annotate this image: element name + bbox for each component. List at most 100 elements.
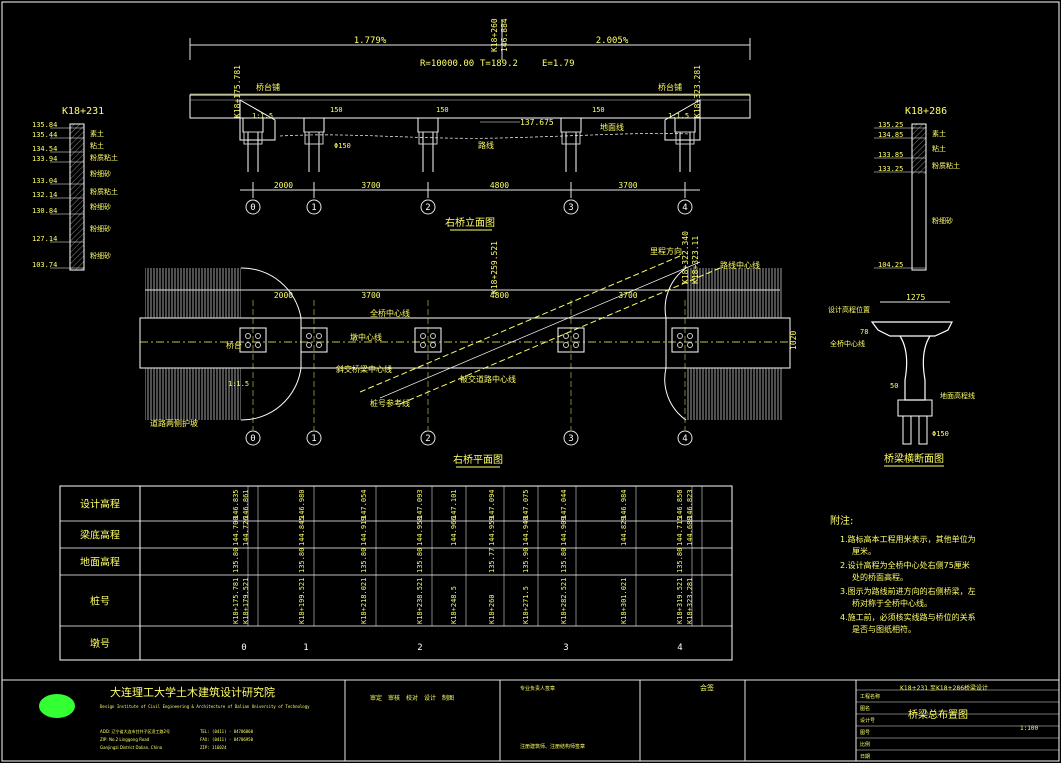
left-soil-7: 粉细砂 <box>90 251 111 260</box>
table-ground-7: 135.80 <box>676 548 684 573</box>
table-station-11: K18+323.281 <box>686 578 694 624</box>
plan-title: 右桥平面图 <box>453 453 503 466</box>
table-design-7: 147.075 <box>522 489 530 519</box>
pier-col-2 <box>418 131 438 145</box>
plan-abutment: 桥台 <box>226 340 242 350</box>
tb-tel-1: FAX: (0411) - 84706950 <box>200 737 254 742</box>
note-0-cont: 厘米。 <box>852 546 876 556</box>
table-row-label-4: 墩号 <box>90 637 110 650</box>
table-row-label-1: 梁底高程 <box>80 529 120 542</box>
plan-axis-label-3: 3 <box>568 434 573 444</box>
right-elev-4: 104.25 <box>878 261 903 269</box>
note-0: 1.路标高本工程用米表示，其他单位为 <box>840 534 976 544</box>
left-soil-3: 粉细砂 <box>90 169 111 178</box>
table-beam-3: 144.919 <box>360 516 368 546</box>
org-cn: 大连理工大学土木建筑设计研究院 <box>110 685 275 699</box>
abutment-left-callout: 桥台铺 <box>256 82 280 92</box>
left-column-station: K18+231 <box>62 106 104 117</box>
right-column-station: K18+286 <box>905 106 947 117</box>
table-station-10: K18+319.521 <box>676 578 684 624</box>
table-station-9: K18+301.021 <box>620 578 628 624</box>
curve-e: E=1.79 <box>542 59 575 69</box>
table-beam-6: 144.959 <box>488 516 496 546</box>
elev-axis-circle-3 <box>563 199 579 215</box>
cs-ground: 地面高程线 <box>940 391 975 400</box>
table-row-label-0: 设计高程 <box>80 498 120 511</box>
elev-axis-label-4: 4 <box>682 203 687 213</box>
cs-title: 桥梁横断面图 <box>884 452 944 465</box>
plan-skew-center: 斜交桥梁中心线 <box>336 364 392 374</box>
pier-cap-0 <box>242 117 264 133</box>
tb-field-0: 工程名称 <box>860 693 880 700</box>
table-row-label-2: 地面高程 <box>80 556 120 569</box>
cross-section-view: 1275 设计高程位置 全桥中心线 地面高程线 78 50 Φ150 桥梁横断面… <box>828 293 975 467</box>
tb-addr-2: Ganjingzi District Dalian, China <box>100 745 163 750</box>
left-soil-0: 素土 <box>90 129 104 138</box>
cs-dim-50: 50 <box>890 382 898 390</box>
table-design-9: 146.984 <box>620 489 628 519</box>
table-station-0: K18+175.781 <box>232 578 240 624</box>
pier-dim-2: 150 <box>592 106 605 114</box>
pier-cap-4 <box>674 117 696 133</box>
tb-role-4: 制图 <box>442 694 454 702</box>
right-soil-2: 粉质粘土 <box>932 161 960 170</box>
table-ground-3: 135.80 <box>416 548 424 573</box>
plan-axis-circle-3 <box>563 430 579 446</box>
note-2-cont: 桥对称于全桥中心线。 <box>852 598 932 608</box>
table-design-8: 147.044 <box>560 489 568 519</box>
plan-axis-label-0: 0 <box>250 434 255 444</box>
tb-field-3: 图号 <box>860 730 870 736</box>
table-design-11: 146.823 <box>686 489 694 519</box>
curve-t: T=189.2 <box>480 59 518 69</box>
left-elev-8: 103.74 <box>32 261 57 269</box>
table-design-3: 147.054 <box>360 489 368 519</box>
pier-cap-1 <box>303 117 325 133</box>
tb-seal: 专业负责人签章 <box>520 685 555 692</box>
left-elev-4: 133.04 <box>32 177 57 185</box>
elev-span-1: 3700 <box>361 181 380 190</box>
abutment-right-callout: 桥台铺 <box>658 82 682 92</box>
table-design-4: 147.093 <box>416 489 424 519</box>
tb-scale: 1:100 <box>1020 725 1038 732</box>
pier-col-4 <box>675 131 695 145</box>
plan-axis-label-4: 4 <box>682 434 687 444</box>
left-elev-3: 133.94 <box>32 155 57 163</box>
plan-axis-circle-0 <box>245 430 261 446</box>
org-en: Design Institute of Civil Engineering & … <box>100 704 310 709</box>
table-beam-9: 144.829 <box>620 516 628 546</box>
table-station-8: K18+282.521 <box>560 578 568 624</box>
right-soil-column: K18+286 135.25134.85133.85133.25104.25素土… <box>874 106 960 271</box>
grade-right: 2.005% <box>596 36 629 46</box>
plan-direction: 里程方向 <box>650 246 682 256</box>
plan-cross-center: 被交道路中心线 <box>460 374 516 384</box>
pier-cap-3 <box>560 117 582 133</box>
tb-drawing-title: 桥梁总布置图 <box>908 708 968 721</box>
left-elev-6: 130.84 <box>32 207 57 215</box>
tb-project: K18+231 至K18+286桥梁设计 <box>900 684 988 692</box>
grade-left: 1.779% <box>354 36 387 46</box>
plan-axis-circle-2 <box>420 430 436 446</box>
note-2: 3.图示为路线前进方向的右侧桥梁，左 <box>840 586 976 596</box>
left-soil-column: K18+231 135.84135.44134.54133.94133.0413… <box>32 106 118 271</box>
table-row-label-3: 桩号 <box>90 595 110 608</box>
plan-width-dim: 1020 <box>789 331 798 350</box>
tb-field-2: 设计号 <box>860 717 875 724</box>
plan-axis-label-1: 1 <box>311 434 316 444</box>
table-pier-4: 4 <box>677 643 682 653</box>
table-beam-7: 144.940 <box>522 516 530 546</box>
plan-guard-note: 道路两侧护坡 <box>150 418 198 428</box>
pier-cap-2 <box>417 117 439 133</box>
table-beam-8: 144.909 <box>560 516 568 546</box>
table-design-6: 147.094 <box>488 489 496 519</box>
notes: 附注: 1.路标高本工程用米表示，其他单位为厘米。2.设计高程为全桥中心处右侧7… <box>830 514 976 634</box>
right-station: K18+323.281 <box>693 65 702 118</box>
tb-role-3: 设计 <box>424 694 436 702</box>
slope-left: 1:1.5 <box>252 112 273 120</box>
tb-field-4: 比例 <box>860 741 870 748</box>
plan-slope: 1:1.5 <box>228 380 249 388</box>
tb-registered: 注册建筑师、注册结构师签章 <box>520 743 585 750</box>
tb-addr-1: ZIP: No.2 Linggong Road <box>100 737 150 742</box>
